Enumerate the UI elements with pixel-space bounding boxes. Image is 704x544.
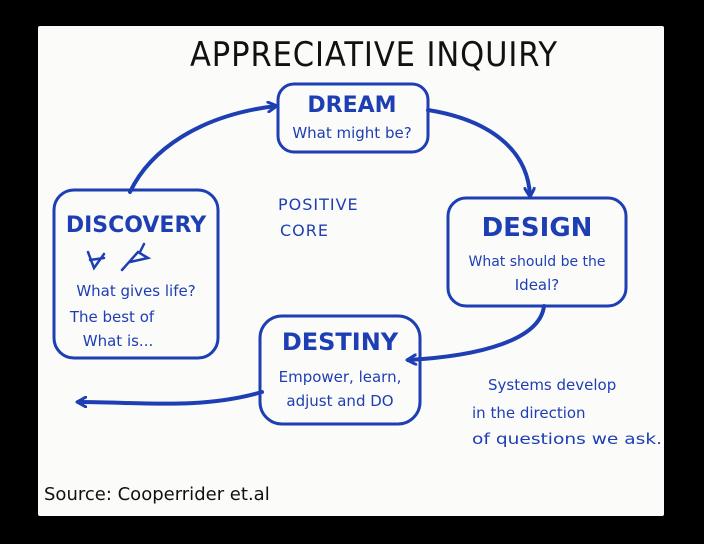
positive-core-label: POSITIVE CORE: [278, 195, 359, 240]
discovery-line-3: What is...: [83, 332, 153, 350]
diagram-title: APPRECIATIVE INQUIRY: [190, 35, 558, 75]
positive-core-line-1: POSITIVE: [278, 195, 359, 214]
whiteboard-paper: [38, 26, 664, 516]
dream-box: [276, 82, 430, 154]
stage-dream: DREAM What might be?: [276, 82, 430, 154]
side-note-line-1: Systems develop: [488, 376, 616, 394]
destiny-line-2: adjust and DO: [286, 392, 393, 410]
stage-discovery: DISCOVERY What gives life? The best of W…: [52, 188, 220, 360]
stage-destiny: DESTINY Empower, learn, adjust and DO: [258, 314, 422, 426]
arrow-discovery-to-dream: [128, 106, 276, 194]
destiny-title: DESTINY: [282, 328, 399, 356]
destiny-box: [258, 314, 422, 426]
side-note-line-2: in the direction: [472, 404, 586, 422]
side-note-line-3: of questions we ask.: [472, 430, 662, 448]
destiny-line-1: Empower, learn,: [279, 368, 402, 386]
source-credit: Source: Cooperrider et.al: [44, 484, 270, 505]
arrow-design-to-destiny: [408, 304, 546, 360]
dream-title: DREAM: [307, 93, 396, 118]
design-title: DESIGN: [482, 213, 593, 243]
design-question-line-2: Ideal?: [515, 276, 560, 294]
side-note: Systems develop in the direction of ques…: [472, 376, 662, 448]
positive-core-line-2: CORE: [280, 221, 329, 240]
design-question-line-1: What should be the: [469, 254, 606, 270]
stage-design: DESIGN What should be the Ideal?: [446, 196, 628, 308]
discovery-box: [52, 188, 220, 360]
discovery-line-2: The best of: [69, 308, 155, 326]
discovery-title: DISCOVERY: [66, 213, 207, 238]
discovery-line-1: What gives life?: [76, 282, 195, 300]
arrow-destiny-outward: [78, 390, 264, 404]
dream-question: What might be?: [292, 124, 411, 142]
compass-doodle-icon: [86, 242, 152, 272]
design-box: [446, 196, 628, 308]
arrow-dream-to-design: [426, 108, 530, 196]
